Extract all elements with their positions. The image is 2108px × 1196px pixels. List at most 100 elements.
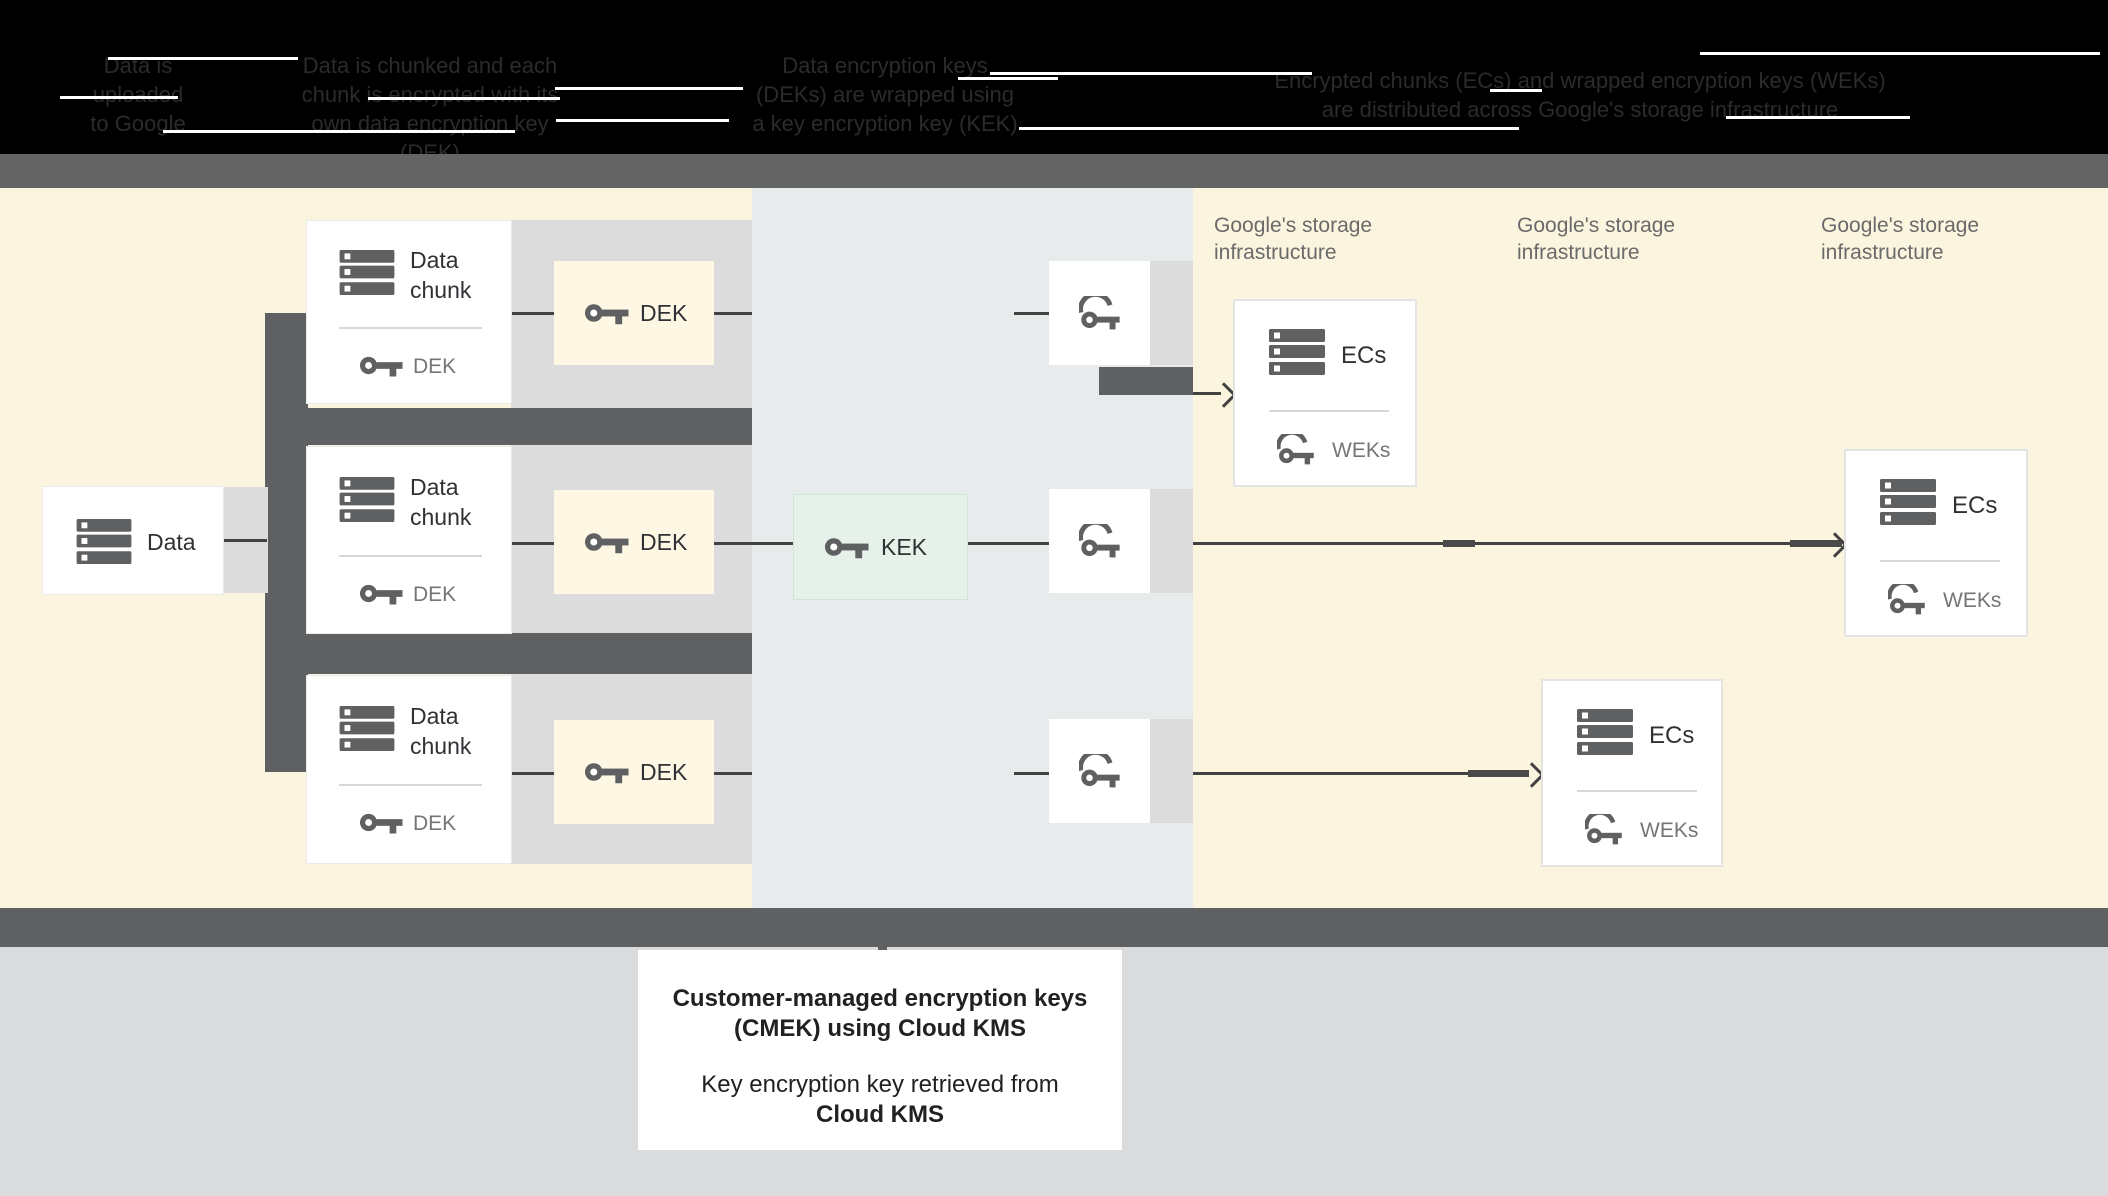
storage-infrastructure-label: Google's storage infrastructure	[1517, 214, 1676, 264]
key-icon	[824, 534, 869, 560]
divider	[1269, 410, 1389, 412]
diagram-canvas: Google's storage infrastructure Google's…	[0, 188, 2108, 908]
data-icon	[1880, 479, 1936, 530]
divider	[1880, 560, 2000, 562]
line-dek2-to-kek	[713, 542, 793, 545]
dek-label: DEK	[640, 299, 688, 326]
branch-elbow-2	[306, 633, 752, 674]
streak	[1490, 89, 1542, 92]
data-icon	[1577, 709, 1633, 760]
top-divider-bar	[0, 154, 2108, 188]
kek-box: KEK	[793, 494, 968, 600]
wrapped-key-icon	[1887, 580, 1926, 620]
wrapped-key-icon	[1276, 430, 1315, 470]
step-1-description: Data is uploaded to Google	[90, 53, 186, 136]
dek-label: DEK	[640, 758, 688, 785]
arrow-3-thick-segment	[1468, 770, 1529, 777]
data-chunk-title: Data chunk	[410, 703, 472, 759]
step-2-description: Data is chunked and each chunk is encryp…	[301, 53, 559, 165]
storage-infrastructure-label: Google's storage infrastructure	[1821, 214, 1980, 264]
key-icon	[359, 353, 403, 383]
dek-box-3: DEK	[554, 720, 714, 824]
wrapped-key-icon	[1078, 296, 1121, 330]
dek-box-2: DEK	[554, 490, 714, 594]
callout-title: Customer-managed encryption keys (CMEK) …	[672, 985, 1088, 1042]
keybox-extension-1	[1150, 261, 1193, 365]
step-3-description: Data encryption keys (DEKs) are wrapped …	[752, 53, 1018, 136]
ecs-box-2: ECs WEKs	[1844, 449, 2028, 637]
arrow-2-thick-segment	[1443, 540, 1475, 547]
arrow-line-1	[1193, 392, 1221, 395]
streak	[1726, 116, 1910, 119]
wrapped-key-box-1	[1049, 261, 1150, 365]
key-icon	[584, 300, 629, 326]
cmek-callout-box: Customer-managed encryption keys (CMEK) …	[638, 950, 1122, 1150]
streak	[368, 97, 560, 100]
arrow-line-2	[1150, 542, 1832, 545]
divider	[339, 327, 482, 329]
divider	[1577, 790, 1697, 792]
data-chunk-box-2: Data chunk DEK	[306, 446, 512, 634]
bottom-divider-bar	[0, 908, 2108, 947]
streak	[555, 87, 743, 90]
divider	[339, 555, 482, 557]
chunk-dek-label: DEK	[413, 812, 457, 835]
data-chunk-icon	[339, 477, 395, 527]
data-box: Data	[42, 486, 224, 595]
streak	[1019, 127, 1519, 130]
data-chunk-box-1: Data chunk DEK	[306, 220, 512, 404]
arrow-2-thick-segment	[1790, 540, 1842, 547]
ecs-label: ECs	[1341, 342, 1387, 369]
wrapped-key-icon	[1078, 524, 1121, 558]
step-description-band: Data is uploaded to Google Data is chunk…	[0, 0, 2108, 165]
chunk-dek-label: DEK	[413, 583, 457, 606]
weks-label: WEKs	[1640, 819, 1699, 842]
ecs-box-1: ECs WEKs	[1233, 299, 1417, 487]
line-dek1-out	[713, 312, 752, 315]
key-icon	[584, 529, 629, 555]
dek-label: DEK	[640, 528, 688, 555]
branch-trunk	[265, 313, 308, 772]
streak	[958, 77, 1058, 80]
line-chunk1-to-dek1	[511, 312, 554, 315]
chunk-dek-label: DEK	[413, 355, 457, 378]
data-chunk-title: Data chunk	[410, 474, 472, 530]
ecs-label: ECs	[1952, 492, 1998, 519]
wrapped-key-box-3	[1049, 719, 1150, 823]
streak	[163, 130, 515, 133]
data-chunk-box-3: Data chunk DEK	[306, 675, 512, 864]
dek-box-1: DEK	[554, 261, 714, 365]
line-chunk2-to-dek2	[511, 542, 554, 545]
weks-label: WEKs	[1943, 589, 2002, 612]
streak	[1700, 52, 2100, 55]
data-icon	[1269, 329, 1325, 380]
streak	[60, 96, 178, 99]
line-into-keybox3	[1014, 772, 1049, 775]
line-kek-to-keybox2	[968, 542, 1049, 545]
streak	[556, 119, 729, 122]
divider	[339, 784, 482, 786]
callout-band: Customer-managed encryption keys (CMEK) …	[0, 947, 2108, 1196]
key-icon	[359, 581, 403, 611]
line-data-to-trunk	[224, 539, 267, 542]
data-chunk-icon	[339, 250, 395, 300]
ecs-label: ECs	[1649, 722, 1695, 749]
callout-body: Key encryption key retrieved from	[701, 1071, 1059, 1098]
key-icon	[359, 810, 403, 840]
ecs-box-3: ECs WEKs	[1541, 679, 1723, 867]
storage-infrastructure-label: Google's storage infrastructure	[1214, 214, 1373, 264]
streak	[990, 72, 1312, 75]
key-icon	[584, 759, 629, 785]
callout-body-bold: Cloud KMS	[816, 1101, 944, 1128]
kek-label: KEK	[881, 533, 928, 560]
wrapped-key-icon	[1584, 810, 1623, 850]
keybox-extension-3	[1150, 719, 1193, 823]
data-chunk-title: Data chunk	[410, 247, 472, 303]
line-dek3-out	[713, 772, 752, 775]
arrow-line-3	[1150, 772, 1529, 775]
streak	[108, 57, 298, 60]
branch-elbow-1	[306, 408, 752, 445]
wrapped-key-icon	[1078, 754, 1121, 788]
wrapped-key-box-2	[1049, 489, 1150, 593]
